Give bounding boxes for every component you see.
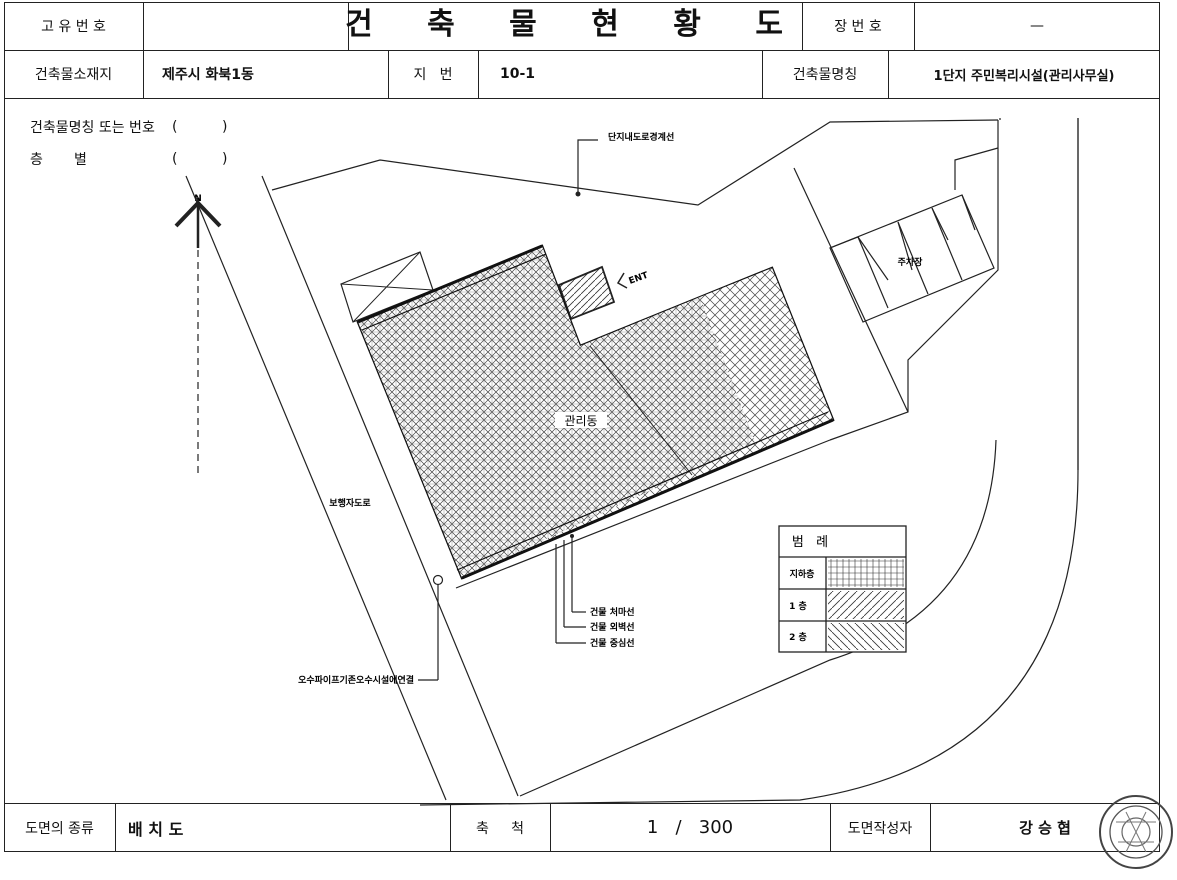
name-or-number-label: 건축물명칭 또는 번호 xyxy=(30,120,155,136)
v-divider xyxy=(802,2,803,50)
legend-item-label: 지하층 xyxy=(790,568,815,580)
road-line xyxy=(185,175,447,801)
building-label: 관리동 xyxy=(564,414,597,428)
center-line-label: 건물 중심선 xyxy=(590,637,635,649)
v-divider xyxy=(450,803,451,852)
north-arrow-icon xyxy=(174,198,222,476)
lot-boundary xyxy=(455,439,831,589)
v-divider xyxy=(115,803,116,852)
legend-item-label: 2 층 xyxy=(789,631,807,643)
entrance-box xyxy=(557,265,616,321)
parking-area xyxy=(829,147,999,323)
drawing-type-label: 도면의 종류 xyxy=(25,820,94,837)
entrance-arrow-icon xyxy=(616,272,628,289)
building-name-label: 건축물명칭 xyxy=(792,67,858,83)
building-line-leaders xyxy=(555,534,586,644)
scale-label: 축 척 xyxy=(475,820,524,837)
building-label-bg xyxy=(555,412,607,428)
boundary-label: 단지내도로경계선 xyxy=(608,131,674,143)
lot-label: 지 번 xyxy=(413,67,453,83)
header-divider-2 xyxy=(4,98,1160,99)
page-title: 건 축 물 현 황 도 xyxy=(345,7,805,42)
scale-value: 1 / 300 xyxy=(646,817,734,838)
v-divider xyxy=(762,50,763,98)
seal-stamp xyxy=(1099,795,1173,869)
v-divider xyxy=(478,50,479,98)
entrance-label: ENT xyxy=(628,270,651,286)
header-divider-1 xyxy=(4,50,1160,51)
outer-wall-label: 건물 외벽선 xyxy=(590,621,635,633)
legend-swatch-floor1 xyxy=(828,591,904,619)
legend-title: 범 례 xyxy=(792,535,828,550)
sewer-manhole-icon xyxy=(432,574,444,586)
sewer-label: 오수파이프기존오수시설에연결 xyxy=(298,674,414,686)
parking-label: 주차장 xyxy=(898,256,924,268)
north-label: N xyxy=(194,194,202,204)
v-divider xyxy=(143,2,144,50)
v-divider xyxy=(143,50,144,98)
v-divider xyxy=(388,50,389,98)
sheet-no-value: — xyxy=(1030,18,1044,34)
v-divider xyxy=(830,803,831,852)
boundary-leader xyxy=(577,139,598,194)
name-or-number-value: ( ) xyxy=(172,119,228,135)
road-label: 보행자도로 xyxy=(329,497,371,509)
lot-value: 10-1 xyxy=(500,66,536,82)
legend xyxy=(778,525,907,653)
lot-boundary xyxy=(271,119,999,206)
outer-road xyxy=(419,118,1079,806)
floor-value: ( ) xyxy=(172,151,228,167)
v-divider xyxy=(930,803,931,852)
lot-boundary xyxy=(793,167,909,413)
author-value: 강 승 협 xyxy=(1019,819,1071,837)
author-label: 도면작성자 xyxy=(847,820,913,837)
floor-label: 층 별 xyxy=(30,152,87,168)
drawing-frame xyxy=(4,2,1160,852)
legend-item-label: 1 층 xyxy=(789,600,807,612)
road-line xyxy=(261,175,519,797)
legend-swatch-floor2 xyxy=(828,623,904,650)
v-divider xyxy=(914,2,915,50)
building-name-value: 1단지 주민복리시설(관리사무실) xyxy=(933,68,1115,84)
lot-boundary xyxy=(829,120,999,441)
footer-divider xyxy=(4,803,1160,804)
v-divider xyxy=(550,803,551,852)
location-label: 건축물소재지 xyxy=(34,67,113,83)
sheet-no-label: 장 번 호 xyxy=(834,19,882,35)
boundary-point xyxy=(575,191,581,197)
v-divider xyxy=(348,2,349,50)
eave-line-label: 건물 처마선 xyxy=(590,606,635,618)
unique-no-label: 고 유 번 호 xyxy=(41,19,106,35)
location-value: 제주시 화북1동 xyxy=(162,67,254,83)
legend-swatch-basement xyxy=(828,559,904,587)
drawing-type-value: 배 치 도 xyxy=(128,819,184,839)
v-divider xyxy=(888,50,889,98)
